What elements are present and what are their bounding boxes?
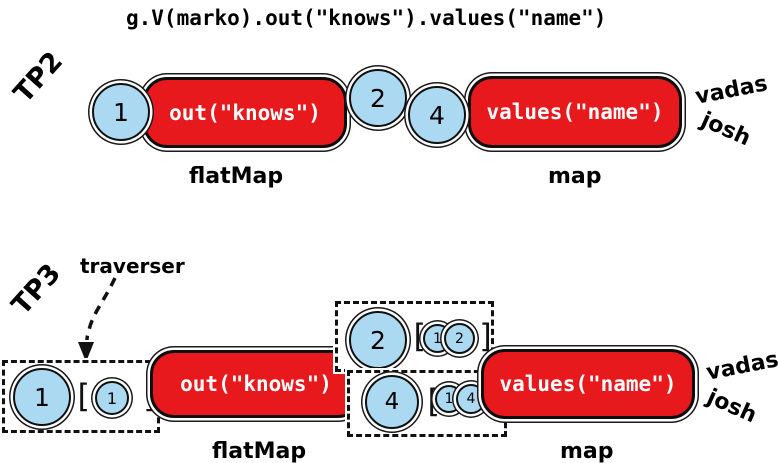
gremlin-query-title: g.V(marko).out("knows").values("name") [126, 6, 607, 30]
path-open-bracket: [ [73, 377, 93, 415]
tp2-section-label: TP2 [7, 45, 70, 110]
tp3-traverser-bundle-4: 4 [ 1 4 ] [347, 370, 510, 437]
tp2-map-label: map [548, 164, 602, 189]
tp3-traverser-bundle-2: 2 [ 1 2 ] [335, 301, 497, 372]
tp2-flatmap-label: flatMap [189, 164, 284, 189]
tp3-step-values-name: values("name") [481, 349, 695, 419]
tp2-traverser-1: 1 [92, 83, 150, 141]
tp3-map-label: map [560, 439, 614, 463]
path-close-bracket: ] [477, 317, 497, 355]
tp2-step-values-name: values("name") [468, 76, 682, 148]
tp3-traverser-4: 4 [365, 375, 419, 429]
tp3-output-josh: josh [703, 384, 761, 429]
tp3-section-label: TP3 [5, 257, 68, 322]
tp3-output-vadas: vadas [704, 347, 778, 386]
tp3-traverser-1: 1 [13, 368, 71, 426]
tp2-traverser-4: 4 [408, 86, 466, 144]
tp3-path-element-1: 1 [95, 381, 129, 415]
tp3-traverser-2: 2 [349, 311, 407, 369]
tp3-traverser-callout: traverser [80, 254, 185, 278]
tp2-traverser-2: 2 [349, 69, 407, 127]
tp3-path-element-2: 2 [444, 323, 475, 354]
traverser-callout-arrow [78, 277, 117, 362]
tp2-output-vadas: vadas [693, 71, 770, 110]
tp3-traverser-bundle-1: 1 [ 1 ] [2, 360, 160, 433]
tp3-flatmap-label: flatMap [212, 439, 307, 463]
tp2-step-out-knows: out("knows") [143, 77, 347, 148]
tp3-step-out-knows: out("knows") [150, 350, 362, 418]
tp2-output-josh: josh [697, 107, 755, 152]
